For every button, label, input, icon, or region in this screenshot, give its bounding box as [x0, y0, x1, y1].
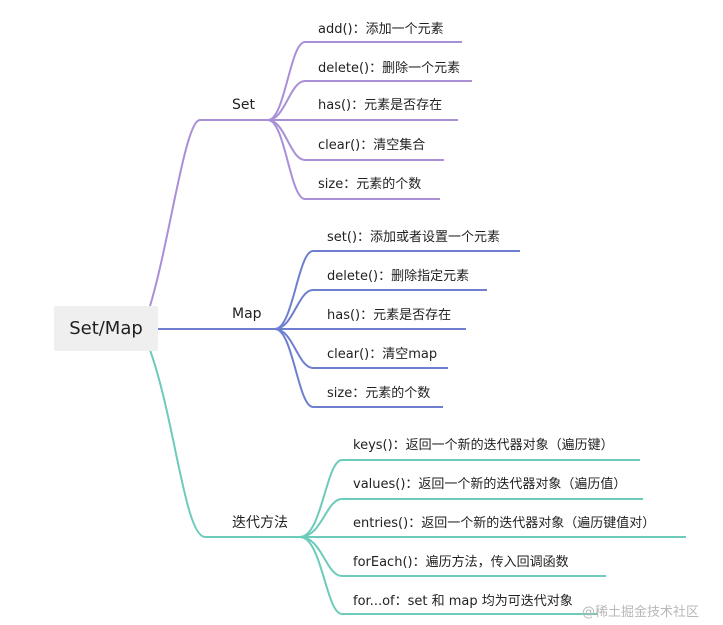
- watermark: @稀土掘金技术社区: [582, 605, 700, 620]
- set-item-delete[interactable]: delete()：删除一个元素: [318, 61, 461, 76]
- map-item-clear[interactable]: clear()：清空map: [327, 347, 438, 362]
- connector-set-item-1: [267, 41, 462, 121]
- branch-label-iteration[interactable]: 迭代方法: [232, 515, 288, 531]
- connector-map-item-4: [274, 328, 448, 369]
- set-item-add[interactable]: add()：添加一个元素: [318, 22, 444, 37]
- connector-iter-item-1: [299, 459, 640, 538]
- connector-root-set: [149, 119, 268, 307]
- connector-map-item-1: [274, 250, 520, 330]
- connector-map-item-2: [274, 289, 487, 330]
- root-node[interactable]: Set/Map: [54, 306, 158, 351]
- connector-set-item-2: [267, 80, 472, 121]
- set-item-clear[interactable]: clear()：清空集合: [318, 138, 426, 153]
- iter-item-keys[interactable]: keys()：返回一个新的迭代器对象（遍历键）: [353, 438, 614, 453]
- connector-iter-item-5: [299, 536, 598, 615]
- branch-label-map[interactable]: Map: [232, 306, 262, 322]
- map-item-delete[interactable]: delete()：删除指定元素: [327, 269, 470, 284]
- root-node-label: Set/Map: [69, 318, 143, 339]
- branch-label-set[interactable]: Set: [232, 97, 255, 113]
- iter-item-foreach[interactable]: forEach()：遍历方法，传入回调函数: [353, 555, 569, 570]
- iter-item-values[interactable]: values()：返回一个新的迭代器对象（遍历值）: [353, 477, 627, 492]
- set-item-has[interactable]: has()：元素是否存在: [318, 98, 443, 113]
- set-item-size[interactable]: size：元素的个数: [318, 177, 422, 192]
- connector-root-iter: [149, 349, 300, 538]
- iter-item-forof[interactable]: for...of：set 和 map 均为可迭代对象: [353, 594, 573, 609]
- map-item-size[interactable]: size：元素的个数: [327, 386, 431, 401]
- connector-set-item-5: [267, 119, 440, 200]
- map-item-has[interactable]: has()：元素是否存在: [327, 308, 452, 323]
- connector-iter-item-4: [299, 536, 606, 577]
- connector-map-item-5: [274, 328, 443, 408]
- map-item-set[interactable]: set()：添加或者设置一个元素: [327, 230, 501, 245]
- iter-item-entries[interactable]: entries()：返回一个新的迭代器对象（遍历键值对）: [353, 516, 656, 531]
- connector-iter-item-2: [299, 498, 643, 538]
